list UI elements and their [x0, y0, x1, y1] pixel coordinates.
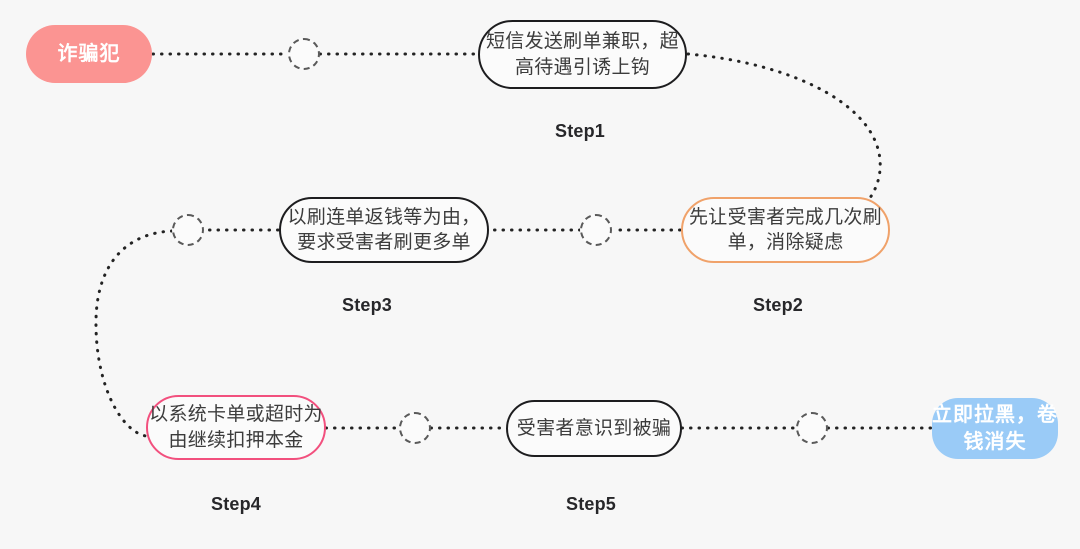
caption-step2: Step2: [753, 295, 804, 315]
node-step2[interactable]: 先让受害者完成几次刷 单，消除疑虑: [681, 197, 890, 263]
connector-joint-2: [580, 214, 612, 246]
node-outcome-label: 立即拉黑，卷 钱消失: [932, 403, 1058, 453]
connector-joint-5: [796, 412, 828, 444]
node-step1[interactable]: 短信发送刷单兼职，超 高待遇引诱上钩: [478, 20, 687, 89]
connector-joint-4: [399, 412, 431, 444]
node-step5-label: 受害者意识到被骗: [516, 417, 672, 439]
node-step3-label: 以刷连单返钱等为由， 要求受害者刷更多单: [287, 206, 481, 253]
connector-joint-3: [172, 214, 204, 246]
node-step3[interactable]: 以刷连单返钱等为由， 要求受害者刷更多单: [279, 197, 489, 263]
caption-step4: Step4: [211, 494, 262, 514]
node-outcome[interactable]: 立即拉黑，卷 钱消失: [932, 398, 1058, 459]
caption-step1: Step1: [555, 121, 606, 141]
connector-joint-1: [288, 38, 320, 70]
caption-step3: Step3: [342, 295, 393, 315]
node-step4-label: 以系统卡单或超时为 由继续扣押本金: [149, 404, 323, 451]
node-actor[interactable]: 诈骗犯: [26, 25, 152, 83]
caption-step5: Step5: [566, 494, 617, 514]
node-step5[interactable]: 受害者意识到被骗: [506, 400, 682, 457]
node-step4[interactable]: 以系统卡单或超时为 由继续扣押本金: [146, 395, 326, 460]
node-step1-label: 短信发送刷单兼职，超 高待遇引诱上钩: [485, 31, 679, 78]
node-actor-label: 诈骗犯: [57, 42, 121, 65]
node-step2-label: 先让受害者完成几次刷 单，消除疑虑: [688, 206, 882, 253]
